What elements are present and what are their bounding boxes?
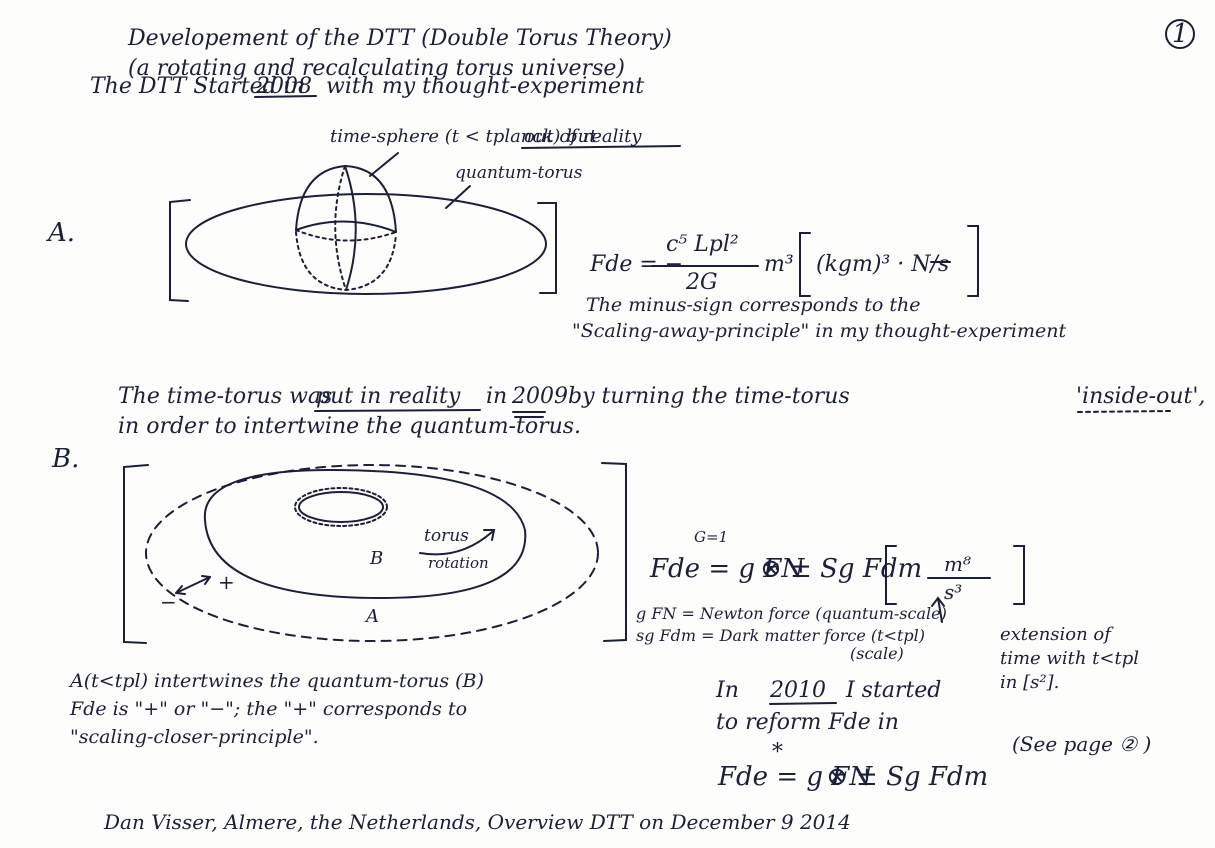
time-sphere-sketch	[295, 164, 397, 292]
torus-label: torus	[424, 526, 469, 546]
formula-b-lhs: Fde = g FN	[650, 554, 805, 584]
rotation-label: rotation	[428, 554, 489, 572]
bracket-right-b	[601, 462, 627, 642]
page-number: 1	[1172, 19, 1189, 49]
formula-a-numerator: c⁵ Lpl²	[666, 232, 739, 257]
minus-sign-note-2: "Scaling-away-principle" in my thought-e…	[572, 320, 1067, 342]
rotation-arrowhead	[483, 529, 496, 541]
bracket-left-b	[123, 464, 149, 644]
intertwine-note-2: Fde is "+" or "−"; the "+" corresponds t…	[70, 698, 468, 720]
formula-b-bracket-left	[885, 545, 897, 605]
underline-2010	[769, 702, 837, 705]
bracket-right-a	[537, 202, 557, 294]
torus-hole-sketch	[298, 491, 384, 523]
intro-prefix: The DTT Started in	[90, 74, 305, 99]
formula-b-superscript: G=1	[694, 528, 729, 546]
dark-matter-scale: (scale)	[850, 644, 904, 663]
minus-label: −	[160, 590, 177, 614]
formula-a-denominator: 2G	[686, 270, 718, 295]
page-number-circle	[1165, 19, 1195, 49]
minus-sign-note-1: The minus-sign corresponds to the	[586, 294, 921, 316]
formula-b-operator: ⊗ ± Sg Fdm	[760, 554, 923, 584]
formula-b-bracket-right	[1013, 545, 1025, 605]
transition-inside-out: 'inside-out',	[1076, 384, 1206, 409]
underline-put-in-reality	[314, 409, 481, 412]
outer-torus-label: A	[366, 606, 379, 627]
dark-matter-definition: sg Fdm = Dark matter force (t<tpl)	[636, 626, 926, 645]
underline-2009	[512, 411, 546, 418]
extension-note-3: in [s²].	[1000, 672, 1060, 693]
underline-2008	[254, 95, 317, 98]
author-footer: Dan Visser, Almere, the Netherlands, Ove…	[104, 810, 851, 834]
formula-a-lhs: Fde = −	[590, 252, 684, 277]
section-b-label: B.	[52, 444, 80, 474]
see-page-note: (See page ② )	[1012, 732, 1152, 756]
intertwine-note-1: A(t<tpl) intertwines the quantum-torus (…	[70, 670, 484, 692]
reform-line-2: to reform Fde in	[716, 710, 899, 735]
plus-label: +	[218, 570, 235, 594]
formula-a-bracket-left	[799, 232, 811, 297]
transition-put-in-reality: put in reality	[316, 384, 461, 409]
out-of-reality-annotation: out of reality	[524, 126, 642, 147]
extension-note-1: extension of	[1000, 624, 1111, 645]
outer-torus-a-sketch	[145, 464, 599, 642]
sphere-mark: -	[342, 230, 348, 250]
time-sphere-annotation: time-sphere (t < tplanck) but	[330, 126, 597, 147]
page-subtitle: (a rotating and recalculating torus univ…	[128, 56, 625, 81]
leader-time-sphere	[369, 152, 399, 177]
transition-line-2: in order to intertwine the quantum-torus…	[118, 414, 582, 439]
quantum-torus-annotation: quantum-torus	[455, 163, 583, 183]
reform-year: 2010	[770, 678, 826, 703]
formula-a-bracket-right	[967, 225, 979, 297]
transition-in: in	[486, 384, 508, 409]
inner-torus-label: B	[370, 548, 384, 569]
formula-b-units-den: s³	[944, 580, 963, 604]
transition-suffix: by turning the time-torus	[568, 384, 850, 409]
underline-inside-out	[1077, 410, 1171, 413]
inner-torus-b-sketch	[203, 468, 527, 600]
scaling-double-arrow	[175, 576, 211, 594]
underline-out-of-reality	[521, 145, 681, 149]
reform-prefix: In	[716, 678, 739, 703]
formula-a-units: (kgm)³ · N/s	[816, 252, 950, 277]
intro-suffix: with my thought-experiment	[326, 74, 645, 99]
formula-2-star: *	[772, 740, 783, 765]
intro-year: 2008	[256, 74, 312, 99]
rotation-arrow	[419, 531, 493, 556]
formula-a-m3: m³	[764, 252, 794, 277]
section-a-label: A.	[48, 218, 76, 248]
formula-2-rest: ⊗ ± Sg Fdm	[826, 762, 989, 792]
quantum-torus-sketch	[185, 193, 547, 295]
formula-b-units-num: m⁸	[944, 552, 971, 576]
intertwine-note-3: "scaling-closer-principle".	[70, 726, 319, 748]
leader-quantum-torus	[445, 185, 471, 209]
extension-arrow	[931, 596, 945, 623]
formula-2-lhs: Fde = g FN	[718, 762, 873, 792]
torus-hole-dashed	[294, 487, 388, 527]
extension-note-2: time with t<tpl	[1000, 648, 1139, 669]
page-title: Developement of the DTT (Double Torus Th…	[128, 26, 672, 51]
newton-force-definition: g FN = Newton force (quantum-scale)	[636, 604, 947, 623]
transition-year: 2009	[512, 384, 568, 409]
bracket-left-a	[169, 199, 191, 302]
reform-suffix: I started	[846, 678, 942, 703]
transition-prefix: The time-torus was	[118, 384, 333, 409]
